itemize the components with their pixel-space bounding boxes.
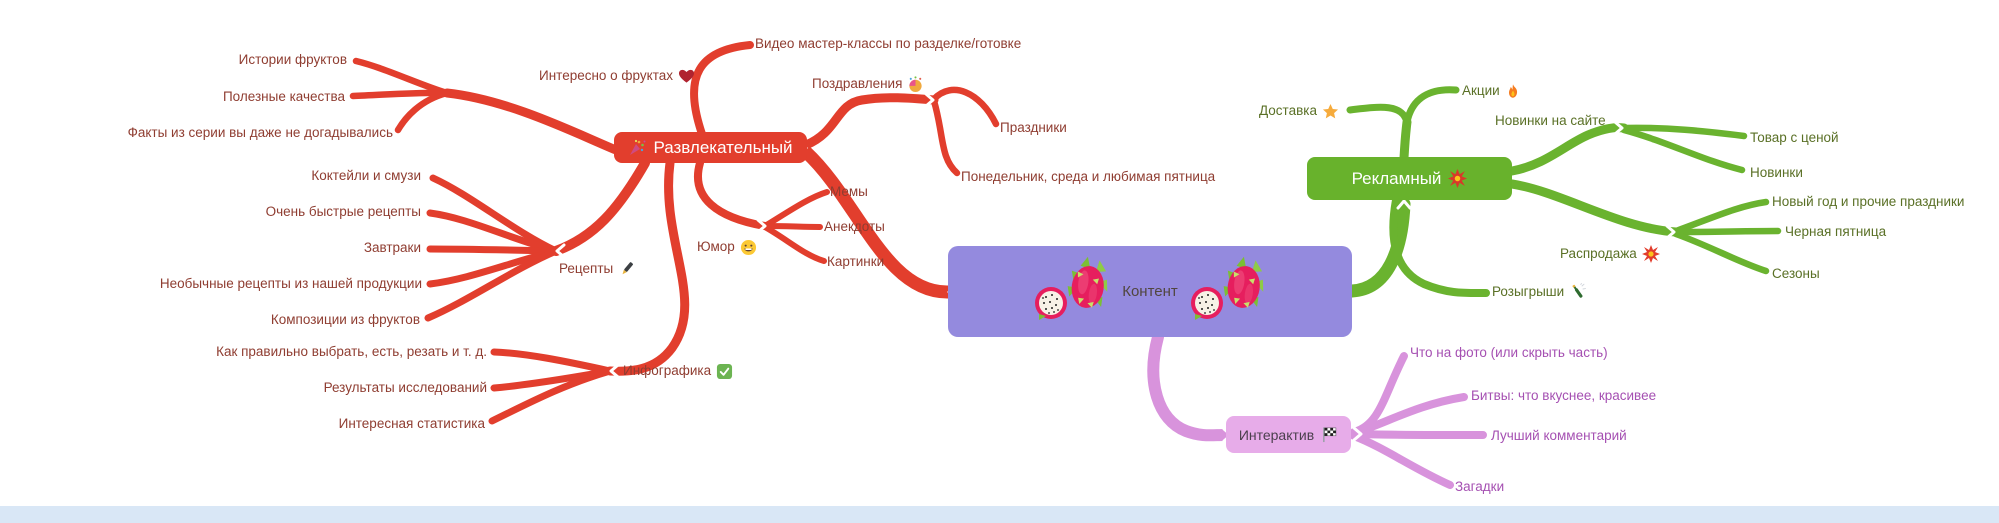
- node-facts[interactable]: Факты из серии вы даже не догадывались: [128, 124, 393, 142]
- node-label: Товар с ценой: [1750, 130, 1839, 145]
- node-seasons[interactable]: Сезоны: [1772, 265, 1820, 283]
- node-label: Факты из серии вы даже не догадывались: [127, 125, 393, 140]
- node-label: Понедельник, среда и любимая пятница: [961, 169, 1216, 184]
- fire-icon: [1505, 83, 1521, 100]
- node-battles[interactable]: Битвы: что вкуснее, красивее: [1471, 387, 1656, 405]
- node-label: Новый год и прочие праздники: [1772, 194, 1965, 209]
- node-newyear[interactable]: Новый год и прочие праздники: [1772, 193, 1964, 211]
- node-label: Инфографика: [623, 363, 712, 378]
- node-greetings[interactable]: Поздравления: [812, 75, 924, 93]
- node-label: Розыгрыши: [1492, 284, 1565, 299]
- node-label: Интересно о фруктах: [539, 68, 673, 83]
- node-label: Интерактив: [1238, 426, 1315, 443]
- node-label: Новинки: [1750, 165, 1803, 180]
- dragonfruit-icon: [1190, 254, 1266, 329]
- node-label: Сезоны: [1772, 266, 1820, 281]
- node-label: Новинки на сайте: [1495, 113, 1606, 128]
- collision-icon: [1448, 169, 1468, 188]
- node-label: Акции: [1462, 83, 1500, 98]
- node-label: Результаты исследований: [323, 380, 487, 395]
- node-label: Черная пятница: [1785, 224, 1887, 239]
- node-label: Коктейли и смузи: [311, 168, 421, 183]
- node-jokes[interactable]: Анекдоты: [824, 218, 885, 236]
- node-breakfasts[interactable]: Завтраки: [364, 239, 421, 257]
- node-label: Праздники: [1000, 120, 1067, 135]
- node-label: Полезные качества: [222, 89, 345, 104]
- node-recipes[interactable]: Рецепты: [559, 260, 635, 278]
- node-label: Рекламный: [1351, 168, 1442, 188]
- checkered-flag-icon: [1321, 426, 1338, 443]
- party-popper-icon: [628, 139, 646, 157]
- node-label: Распродажа: [1560, 246, 1637, 261]
- node-delivery[interactable]: Доставка: [1259, 102, 1339, 120]
- node-label: Необычные рецепты из нашей продукции: [159, 276, 422, 291]
- node-newitems[interactable]: Новинки: [1750, 164, 1803, 182]
- node-quick[interactable]: Очень быстрые рецепты: [266, 203, 421, 221]
- node-blackfriday[interactable]: Черная пятница: [1785, 223, 1886, 241]
- node-monday[interactable]: Понедельник, среда и любимая пятница: [961, 168, 1215, 186]
- star-icon: [1322, 103, 1339, 120]
- node-newonsite[interactable]: Новинки на сайте: [1495, 112, 1606, 130]
- node-interactive[interactable]: Интерактив: [1226, 416, 1351, 453]
- node-label: Доставка: [1259, 103, 1317, 118]
- node-whatsonphoto[interactable]: Что на фото (или скрыть часть): [1410, 344, 1608, 362]
- node-label: Юмор: [697, 239, 735, 254]
- node-giveaways[interactable]: Розыгрыши: [1492, 283, 1587, 301]
- node-compositions[interactable]: Композиции из фруктов: [271, 311, 420, 329]
- node-unusual[interactable]: Необычные рецепты из нашей продукции: [160, 275, 422, 293]
- node-label: Композиции из фруктов: [270, 312, 420, 327]
- confetti-ball-icon: [907, 75, 924, 93]
- node-clearance[interactable]: Распродажа: [1560, 245, 1660, 263]
- dragonfruit-icon: [1034, 254, 1111, 329]
- node-label: Видео мастер-классы по разделке/готовке: [755, 36, 1022, 51]
- node-label: Очень быстрые рецепты: [265, 204, 421, 219]
- node-pricedgoods[interactable]: Товар с ценой: [1750, 129, 1839, 147]
- heart-icon: [678, 68, 695, 84]
- collision-icon: [1641, 245, 1660, 263]
- node-riddles[interactable]: Загадки: [1455, 478, 1504, 496]
- node-label: Что на фото (или скрыть часть): [1410, 345, 1608, 360]
- grinning-face-icon: [740, 239, 757, 256]
- node-label: Загадки: [1455, 479, 1505, 494]
- champagne-icon: [1569, 283, 1587, 301]
- node-pictures[interactable]: Картинки: [827, 253, 884, 271]
- node-bestcomment[interactable]: Лучший комментарий: [1491, 427, 1627, 445]
- node-label: Анекдоты: [824, 219, 885, 234]
- node-sales[interactable]: Акции: [1462, 82, 1521, 100]
- node-howto[interactable]: Как правильно выбрать, есть, резать и т.…: [216, 343, 487, 361]
- node-humor[interactable]: Юмор: [697, 238, 757, 256]
- node-label: Поздравления: [812, 76, 903, 91]
- check-mark-icon: [716, 363, 733, 380]
- node-label: Интересная статистика: [338, 416, 485, 431]
- node-label: Лучший комментарий: [1491, 428, 1627, 443]
- node-promo[interactable]: Рекламный: [1307, 157, 1512, 200]
- node-label: Завтраки: [363, 240, 421, 255]
- node-memes[interactable]: Мемы: [830, 183, 868, 201]
- node-label: Как правильно выбрать, есть, резать и т.…: [216, 344, 487, 359]
- node-label: Контент: [1122, 283, 1178, 300]
- node-label: Мемы: [830, 184, 868, 199]
- node-qualities[interactable]: Полезные качества: [223, 88, 345, 106]
- node-entertainment[interactable]: Развлекательный: [614, 132, 807, 163]
- node-label: Истории фруктов: [238, 52, 347, 67]
- node-label: Развлекательный: [653, 137, 793, 157]
- node-content[interactable]: Контент: [948, 246, 1352, 337]
- node-interesting[interactable]: Интересно о фруктах: [539, 67, 695, 85]
- node-infographics[interactable]: Инфографика: [623, 362, 733, 380]
- node-video[interactable]: Видео мастер-классы по разделке/готовке: [755, 35, 1021, 53]
- node-holidays[interactable]: Праздники: [1000, 119, 1067, 137]
- node-label: Битвы: что вкуснее, красивее: [1471, 388, 1657, 403]
- node-label: Картинки: [827, 254, 885, 269]
- node-cocktails[interactable]: Коктейли и смузи: [311, 167, 421, 185]
- canvas-bottom-edge: [0, 506, 1999, 523]
- node-label: Рецепты: [559, 261, 614, 276]
- node-research[interactable]: Результаты исследований: [324, 379, 487, 397]
- node-stats[interactable]: Интересная статистика: [339, 415, 485, 433]
- node-stories[interactable]: Истории фруктов: [239, 51, 347, 69]
- pen-icon: [618, 261, 635, 278]
